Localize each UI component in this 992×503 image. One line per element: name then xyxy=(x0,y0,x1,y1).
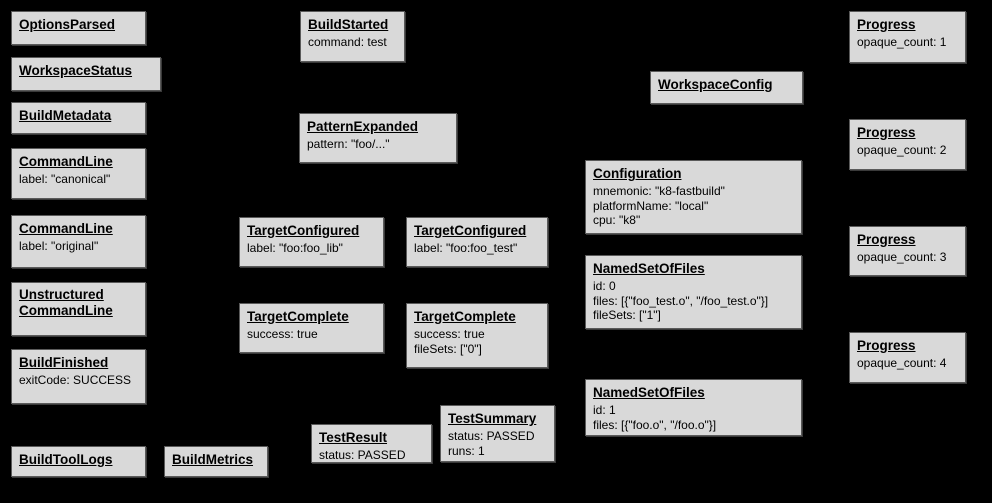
node-title: Progress xyxy=(857,17,916,32)
node-target-configured-foo-test[interactable]: TargetConfigured label: "foo:foo_test" xyxy=(406,217,548,267)
node-field: mnemonic: "k8-fastbuild" xyxy=(593,184,725,198)
node-field: success: true xyxy=(414,327,485,341)
node-fields: exitCode: SUCCESS xyxy=(19,373,138,388)
node-field: status: PASSED xyxy=(448,429,535,443)
node-fields: label: "original" xyxy=(19,239,138,254)
node-build-metadata[interactable]: BuildMetadata xyxy=(11,102,146,134)
node-title: NamedSetOfFiles xyxy=(593,261,705,276)
node-title: TargetConfigured xyxy=(414,223,527,238)
node-pattern-expanded[interactable]: PatternExpanded pattern: "foo/..." xyxy=(299,113,457,163)
node-title: Configuration xyxy=(593,166,682,181)
node-title: PatternExpanded xyxy=(307,119,419,134)
node-fields: opaque_count: 2 xyxy=(857,143,958,158)
node-title: TestResult xyxy=(319,430,388,445)
node-title: TargetComplete xyxy=(247,309,349,324)
node-field: label: "foo:foo_test" xyxy=(414,241,518,255)
node-fields: label: "foo:foo_test" xyxy=(414,241,540,256)
node-title: BuildToolLogs xyxy=(19,452,113,467)
node-title: Progress xyxy=(857,232,916,247)
node-field: status: PASSED xyxy=(319,448,406,462)
node-title: CommandLine xyxy=(19,221,113,236)
node-configuration[interactable]: Configuration mnemonic: "k8-fastbuild"pla… xyxy=(585,160,802,234)
node-field: files: [{"foo_test.o", "/foo_test.o"}] xyxy=(593,293,769,308)
node-workspace-status[interactable]: WorkspaceStatus xyxy=(11,57,161,91)
node-title: TargetComplete xyxy=(414,309,516,324)
node-progress-3[interactable]: Progress opaque_count: 3 xyxy=(849,226,966,276)
node-field: pattern: "foo/..." xyxy=(307,137,390,151)
node-progress-1[interactable]: Progress opaque_count: 1 xyxy=(849,11,966,63)
node-title: TestSummary xyxy=(448,411,537,426)
node-title: Unstructured CommandLine xyxy=(19,287,113,318)
node-title: WorkspaceConfig xyxy=(658,77,773,92)
node-field: opaque_count: 3 xyxy=(857,250,947,264)
node-fields: label: "canonical" xyxy=(19,172,138,187)
node-field: fileSets: ["1"] xyxy=(593,308,661,322)
node-fields: pattern: "foo/..." xyxy=(307,137,449,152)
node-fields: label: "foo:foo_lib" xyxy=(247,241,376,256)
node-target-configured-foo-lib[interactable]: TargetConfigured label: "foo:foo_lib" xyxy=(239,217,384,267)
node-progress-2[interactable]: Progress opaque_count: 2 xyxy=(849,119,966,170)
node-field: command: test xyxy=(308,35,387,49)
node-title: Progress xyxy=(857,125,916,140)
node-title: NamedSetOfFiles xyxy=(593,385,705,400)
node-title: BuildMetrics xyxy=(172,452,254,467)
node-title: BuildMetadata xyxy=(19,108,112,123)
node-field: success: true xyxy=(247,327,318,341)
node-fields: opaque_count: 1 xyxy=(857,35,958,50)
node-title: BuildStarted xyxy=(308,17,389,32)
node-progress-4[interactable]: Progress opaque_count: 4 xyxy=(849,332,966,383)
node-field: opaque_count: 1 xyxy=(857,35,947,49)
node-fields: success: true xyxy=(247,327,376,342)
node-unstructured-command-line[interactable]: Unstructured CommandLine xyxy=(11,282,146,336)
node-field: label: "foo:foo_lib" xyxy=(247,241,343,255)
node-title: Progress xyxy=(857,338,916,353)
node-command-line-canonical[interactable]: CommandLine label: "canonical" xyxy=(11,148,146,199)
node-field: opaque_count: 2 xyxy=(857,143,947,157)
node-title: BuildFinished xyxy=(19,355,109,370)
node-workspace-config[interactable]: WorkspaceConfig xyxy=(650,71,803,104)
node-fields: mnemonic: "k8-fastbuild"platformName: "l… xyxy=(593,184,794,228)
node-title: CommandLine xyxy=(19,154,113,169)
node-build-tool-logs[interactable]: BuildToolLogs xyxy=(11,446,146,477)
node-title: WorkspaceStatus xyxy=(19,63,133,78)
node-test-result[interactable]: TestResult status: PASSED xyxy=(311,424,432,463)
node-field: opaque_count: 4 xyxy=(857,356,947,370)
node-target-complete-lib[interactable]: TargetComplete success: true xyxy=(239,303,384,353)
node-field: label: "original" xyxy=(19,239,99,253)
node-field: label: "canonical" xyxy=(19,172,111,186)
node-fields: opaque_count: 3 xyxy=(857,250,958,265)
node-title: TargetConfigured xyxy=(247,223,360,238)
node-command-line-original[interactable]: CommandLine label: "original" xyxy=(11,215,146,268)
node-field: exitCode: SUCCESS xyxy=(19,373,132,387)
node-field: runs: 1 xyxy=(448,443,485,458)
node-options-parsed[interactable]: OptionsParsed xyxy=(11,11,146,45)
node-title: OptionsParsed xyxy=(19,17,116,32)
node-build-started[interactable]: BuildStarted command: test xyxy=(300,11,405,62)
node-fields: opaque_count: 4 xyxy=(857,356,958,371)
node-fields: status: PASSED xyxy=(319,448,424,462)
node-build-finished[interactable]: BuildFinished exitCode: SUCCESS xyxy=(11,349,146,404)
node-field: id: 0 xyxy=(593,279,616,293)
node-field: cpu: "k8" xyxy=(593,213,641,227)
node-field: id: 1 xyxy=(593,403,616,417)
node-field: files: [{"foo.o", "/foo.o"}] xyxy=(593,417,717,432)
node-fields: command: test xyxy=(308,35,397,50)
node-field: platformName: "local" xyxy=(593,198,709,213)
node-build-metrics[interactable]: BuildMetrics xyxy=(164,446,268,477)
node-field: fileSets: ["0"] xyxy=(414,341,482,356)
